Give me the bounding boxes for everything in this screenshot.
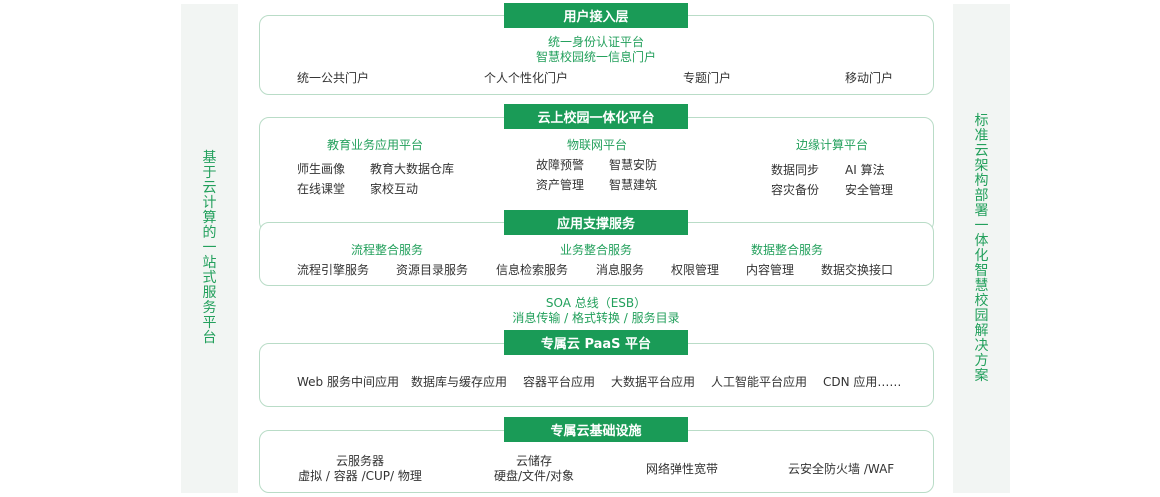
paas-item: 容器平台应用 <box>523 375 596 389</box>
infra-item-name: 云服务器 <box>335 454 384 468</box>
paas-item: 人工智能平台应用 <box>711 375 808 389</box>
paas-item: CDN 应用…… <box>823 375 902 389</box>
portal-item: 统一公共门户 <box>297 71 370 85</box>
group-item: 数据同步 <box>771 163 820 177</box>
group-item: 家校互动 <box>370 182 419 196</box>
group-title: 边缘计算平台 <box>796 138 869 152</box>
paas-item: Web 服务中间应用 <box>297 375 399 389</box>
service-item: 权限管理 <box>671 263 720 277</box>
service-item: 内容管理 <box>746 263 795 277</box>
soa-bus-detail: 消息传输 / 格式转换 / 服务目录 <box>512 311 680 325</box>
group-item: 安全管理 <box>845 183 894 197</box>
left-banner: 基于云计算的一站式服务平台 <box>181 4 238 493</box>
portal-item: 个人个性化门户 <box>484 71 569 85</box>
paas-item: 大数据平台应用 <box>611 375 696 389</box>
group-item: 容灾备份 <box>771 183 820 197</box>
group-item: 资产管理 <box>536 178 585 192</box>
service-item: 数据交换接口 <box>821 263 894 277</box>
portal-item: 移动门户 <box>845 71 894 85</box>
group-title: 物联网平台 <box>567 138 628 152</box>
group-item: 故障预警 <box>536 158 585 172</box>
infra-item-name: 云安全防火墙 /WAF <box>788 462 895 476</box>
infra-item-name: 网络弹性宽带 <box>646 462 719 476</box>
service-group-title: 业务整合服务 <box>560 243 633 257</box>
group-title: 教育业务应用平台 <box>327 138 424 152</box>
app-support-title: 应用支撑服务 <box>504 210 688 235</box>
service-item: 流程引擎服务 <box>297 263 370 277</box>
group-item: 智慧建筑 <box>609 178 658 192</box>
group-item: 智慧安防 <box>609 158 658 172</box>
service-item: 信息检索服务 <box>496 263 569 277</box>
group-item: 教育大数据仓库 <box>370 162 455 176</box>
group-item: 师生画像 <box>297 162 346 176</box>
unified-auth-label: 统一身份认证平台 <box>547 35 644 49</box>
group-item: 在线课堂 <box>297 182 346 196</box>
soa-bus-title: SOA 总线（ESB） <box>545 296 647 310</box>
infra-title: 专属云基础设施 <box>504 417 688 442</box>
cloud-campus-title: 云上校园一体化平台 <box>504 104 688 129</box>
service-item: 消息服务 <box>596 263 645 277</box>
infra-item-name: 云储存 <box>515 454 552 468</box>
unified-portal-label: 智慧校园统一信息门户 <box>535 50 656 64</box>
right-banner-text: 标准云架构部署一体化智慧校园解决方案 <box>974 112 989 384</box>
paas-item: 数据库与缓存应用 <box>411 375 508 389</box>
service-group-title: 流程整合服务 <box>351 243 424 257</box>
infra-item-detail: 硬盘/文件/对象 <box>493 469 575 483</box>
portal-item: 专题门户 <box>683 71 732 85</box>
user-access-title: 用户接入层 <box>504 3 688 28</box>
infra-item-detail: 虚拟 / 容器 /CUP/ 物理 <box>298 469 422 483</box>
left-banner-text: 基于云计算的一站式服务平台 <box>202 150 217 346</box>
service-group-title: 数据整合服务 <box>751 243 824 257</box>
paas-title: 专属云 PaaS 平台 <box>504 330 688 355</box>
service-item: 资源目录服务 <box>396 263 469 277</box>
group-item: AI 算法 <box>845 163 885 177</box>
right-banner: 标准云架构部署一体化智慧校园解决方案 <box>953 4 1010 493</box>
